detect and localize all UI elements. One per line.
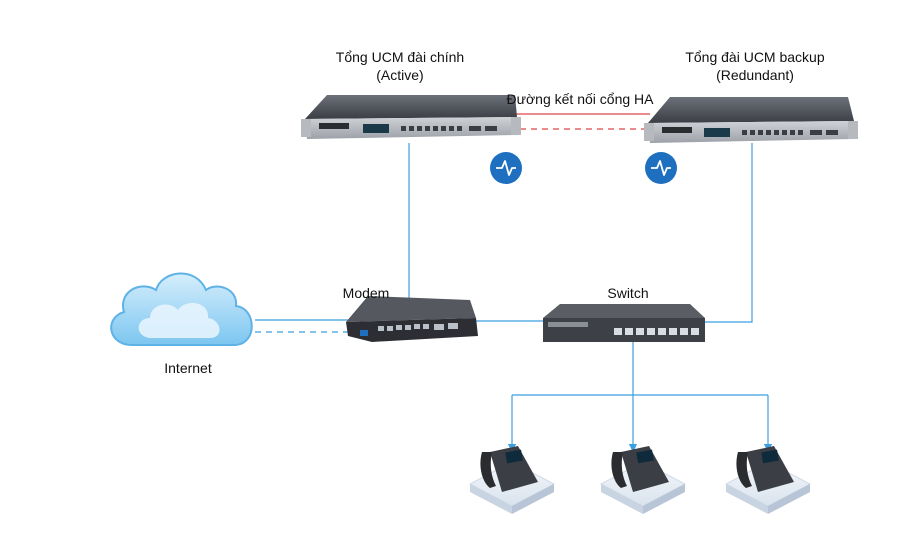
ip-phone-icon [724,446,812,514]
modem-label: Modem [342,285,390,301]
internet-label: Internet [164,360,212,376]
connections [255,143,773,453]
ucm-backup-device [644,97,858,143]
ip-phone-icon [599,446,687,514]
modem-device [346,296,478,342]
ha-link-label: Đường kết nối cổng HA [506,91,654,107]
heartbeat-icon [645,152,677,184]
ip-phone-icon [468,446,556,514]
backup-ucm-state: (Redundant) [716,67,794,83]
link-backup-switch [705,143,753,323]
heartbeat-icon [490,152,522,184]
primary-ucm-state: (Active) [376,67,424,83]
primary-ucm-title: Tổng UCM đài chính [335,49,465,65]
ucm-primary-device [301,95,521,139]
backup-ucm-title: Tổng đài UCM backup [685,49,825,65]
switch-device [543,304,705,342]
switch-label: Switch [607,285,649,301]
cloud-icon [110,272,253,346]
